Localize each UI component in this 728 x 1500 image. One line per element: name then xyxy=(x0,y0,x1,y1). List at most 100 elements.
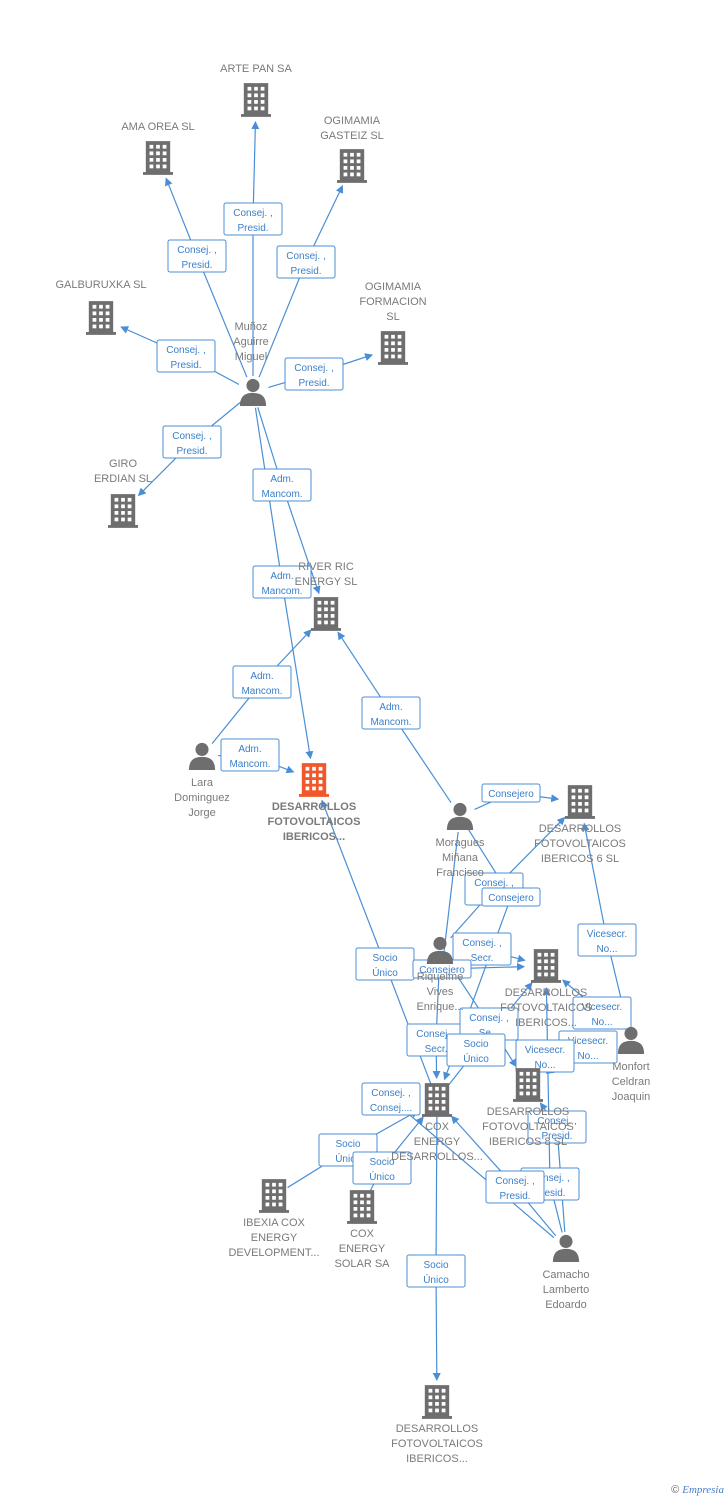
node-label: Miguel xyxy=(235,351,267,363)
edge-label-text: No... xyxy=(596,944,617,955)
node-label: FOTOVOLTAICOS xyxy=(534,838,626,850)
edge-label-munoz-to-amaorea[interactable]: Consej. ,Presid. xyxy=(167,239,227,273)
edge-label-camacho-to-cox[interactable]: Consej. ,Consej.... xyxy=(361,1082,421,1116)
building-icon xyxy=(347,1190,377,1224)
node-label: FORMACION xyxy=(359,296,426,308)
node-label: IBEXIA COX xyxy=(243,1217,305,1229)
building-icon xyxy=(378,331,408,365)
node-dfi5[interactable]: DESARROLLOSFOTOVOLTAICOSIBERICOS... xyxy=(500,949,592,1029)
edge-label-munoz-to-galburuxka[interactable]: Consej. ,Presid. xyxy=(156,339,216,373)
building-icon xyxy=(86,301,116,335)
node-label: AMA OREA SL xyxy=(121,121,194,133)
node-arte[interactable]: ARTE PAN SA xyxy=(220,63,293,117)
edge-label-moragues-to-dfi6[interactable]: Consejero xyxy=(481,783,541,803)
node-label: GASTEIZ SL xyxy=(320,130,384,142)
edge-label-text: Único xyxy=(463,1052,489,1065)
copyright-symbol: © xyxy=(671,1484,680,1496)
node-cox[interactable]: COXENERGYDESARROLLOS... xyxy=(391,1083,483,1163)
node-label: Riquelme xyxy=(417,971,463,983)
edge-label-munoz-to-arte[interactable]: Consej. ,Presid. xyxy=(223,202,283,236)
person-icon xyxy=(617,1026,645,1054)
edge-label-monfort-to-dfi5[interactable]: Vicesecr.No... xyxy=(572,996,632,1030)
edge-label-text: No... xyxy=(534,1060,555,1071)
edge-label-camacho-to-cox[interactable]: Consej. ,Presid. xyxy=(485,1170,545,1204)
edge-label-moragues-to-river[interactable]: Adm.Mancom. xyxy=(361,696,421,730)
node-dfibottom[interactable]: DESARROLLOSFOTOVOLTAICOSIBERICOS... xyxy=(391,1385,483,1465)
edge-label-box xyxy=(577,923,637,957)
edge-label-box xyxy=(276,245,336,279)
node-label: Camacho xyxy=(542,1269,589,1281)
edge-label-lara-to-river[interactable]: Adm.Mancom. xyxy=(232,665,292,699)
edge-label-box xyxy=(446,1033,506,1067)
edge-label-text: Presid. xyxy=(541,1131,572,1142)
edge-label-text: No... xyxy=(577,1051,598,1062)
edge-label-moragues-to-cox[interactable]: Consejero xyxy=(481,887,541,907)
edge-label-text: Consej. , xyxy=(294,363,333,374)
node-label: OGIMAMIA xyxy=(324,115,381,127)
node-ibexia[interactable]: IBEXIA COXENERGYDEVELOPMENT... xyxy=(228,1179,320,1259)
node-label: IBERICOS... xyxy=(515,1017,577,1029)
edge-label-box xyxy=(252,565,312,599)
brand-logo: Empresia xyxy=(682,1484,724,1496)
node-label: Moragues xyxy=(436,837,485,849)
edge-label-camacho-to-dfi7[interactable]: Consej. ,Presid. xyxy=(527,1110,587,1144)
edge-label-riquelme-to-dfi5[interactable]: Consej. ,Secr. xyxy=(452,932,512,966)
edge-label-box xyxy=(352,1151,412,1185)
node-label: IBERICOS 6 SL xyxy=(541,853,619,865)
node-label: Miñana xyxy=(442,852,479,864)
edge-label-text: Consej. , xyxy=(416,1029,455,1040)
building-icon xyxy=(299,763,329,797)
edge-label-box xyxy=(232,665,292,699)
edge-label-text: Vicesecr. xyxy=(587,929,627,940)
edge-label-text: Consej. , xyxy=(233,208,272,219)
node-label: SOLAR SA xyxy=(334,1258,390,1270)
edge-label-monfort-to-dfi6[interactable]: Vicesecr. No... xyxy=(577,923,637,957)
edge-label-monfort-to-dfi7[interactable]: Vicesecr.No... xyxy=(515,1039,575,1073)
edge-label-munoz-to-ogiform[interactable]: Consej. ,Presid. xyxy=(284,357,344,391)
node-riquelme[interactable]: RiquelmeVivesEnrique... xyxy=(416,936,464,1013)
node-amaorea[interactable]: AMA OREA SL xyxy=(121,121,195,175)
edge-label-text: Presid. xyxy=(290,266,321,277)
edge-label-munoz-to-river[interactable]: Adm.Mancom. xyxy=(252,468,312,502)
edge-label-text: Socio xyxy=(372,953,397,964)
building-icon xyxy=(311,597,341,631)
edge-label-text: Consejero xyxy=(488,893,534,904)
building-icon xyxy=(108,494,138,528)
edge-label-text: No... xyxy=(591,1017,612,1028)
node-main[interactable]: DESARROLLOSFOTOVOLTAICOSIBERICOS... xyxy=(268,763,361,843)
edge-label-text: Único xyxy=(423,1273,449,1286)
building-icon xyxy=(422,1385,452,1419)
node-ogigasteiz[interactable]: OGIMAMIA GASTEIZ SL xyxy=(320,115,384,183)
edge-label-text: Socio xyxy=(335,1139,360,1150)
node-label: Dominguez xyxy=(174,792,230,804)
node-dfi6[interactable]: DESARROLLOS FOTOVOLTAICOS IBERICOS 6 SL xyxy=(534,785,626,865)
node-label: SL xyxy=(386,311,399,323)
node-label: IBERICOS... xyxy=(406,1453,468,1465)
edge-label-munoz-to-giro[interactable]: Consej. ,Presid. xyxy=(162,425,222,459)
building-icon xyxy=(143,141,173,175)
node-galburuxka[interactable]: GALBURUXKA SL xyxy=(55,279,147,335)
node-label: Monfort xyxy=(612,1061,649,1073)
node-label: ENERGY xyxy=(414,1136,461,1148)
node-label: DESARROLLOS xyxy=(539,823,622,835)
node-label: Muñoz xyxy=(234,321,267,333)
edge-label-lara-to-main[interactable]: Adm.Mancom. xyxy=(220,738,280,772)
node-label: Lara xyxy=(191,777,214,789)
edge-label-box xyxy=(452,932,512,966)
edge-label-munoz-to-main[interactable]: Adm.Mancom. xyxy=(252,565,312,599)
edge-label-munoz-to-ogigasteiz[interactable]: Consej. ,Presid. xyxy=(276,245,336,279)
